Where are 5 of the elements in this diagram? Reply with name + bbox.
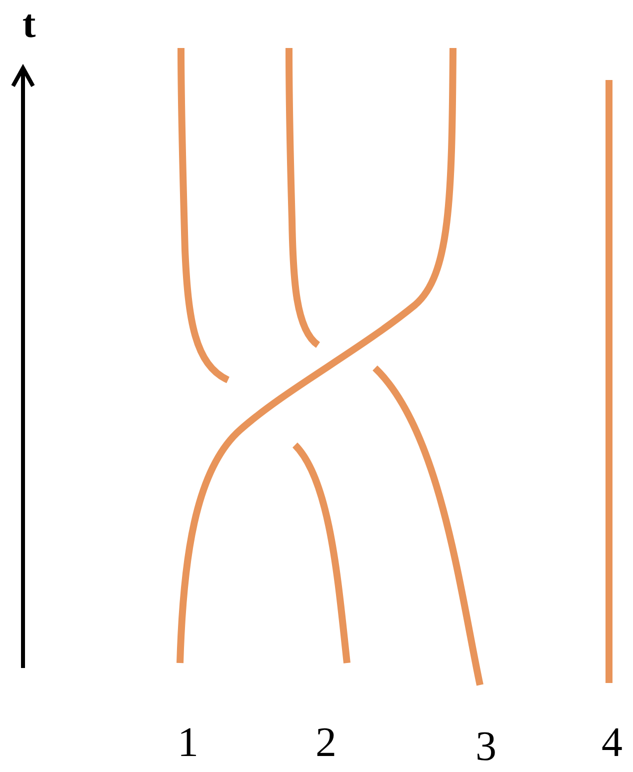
strand-number: 3: [476, 726, 496, 768]
axis-label: t: [22, 4, 36, 44]
strand-number: 4: [602, 722, 622, 764]
strand-number: 1: [178, 722, 198, 764]
strand-number: 2: [316, 722, 336, 764]
